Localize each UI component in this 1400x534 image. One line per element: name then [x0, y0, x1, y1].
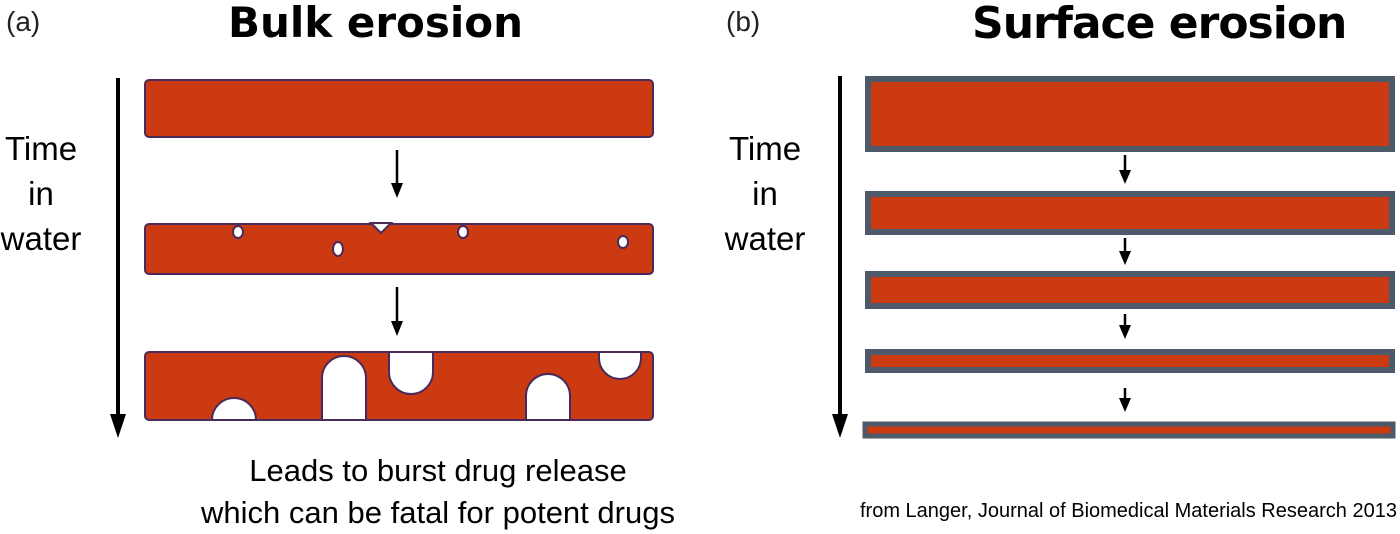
- erosion-cavity: [598, 351, 642, 380]
- panel-a-time-axis-arrow: [110, 78, 126, 438]
- bulk-bar-pitted: [144, 222, 654, 275]
- surface-bar-4: [865, 349, 1395, 373]
- surface-step-arrow: [1119, 238, 1131, 265]
- credit-note: from Langer, Journal of Biomedical Mater…: [860, 500, 1397, 522]
- pore: [617, 235, 629, 249]
- axis-label-line: in: [752, 175, 778, 212]
- surface-notch: [368, 222, 394, 235]
- surface-bar-1: [865, 76, 1395, 152]
- panel-b-title: Surface erosion: [972, 0, 1347, 49]
- axis-label-line: Time: [728, 130, 802, 167]
- panel-a-axis-label: Time in water: [0, 126, 82, 261]
- pore: [332, 241, 344, 257]
- axis-label-line: in: [28, 175, 54, 212]
- surface-bar-2: [865, 191, 1395, 235]
- caption-line: which can be fatal for potent drugs: [201, 495, 675, 530]
- axis-label-line: Time: [4, 130, 78, 167]
- erosion-cavity: [525, 373, 571, 421]
- pore: [232, 225, 244, 239]
- erosion-cavity: [321, 355, 367, 421]
- surface-step-arrow: [1119, 388, 1131, 412]
- panel-a-caption: Leads to burst drug release which can be…: [148, 450, 728, 534]
- surface-step-arrow: [1119, 155, 1131, 184]
- bulk-bar-eroded: [144, 351, 654, 421]
- surface-bar-5: [862, 421, 1396, 439]
- panel-a-label: (a): [6, 6, 41, 37]
- axis-label-line: water: [724, 220, 806, 257]
- caption-line: Leads to burst drug release: [249, 453, 627, 488]
- pore: [457, 225, 469, 239]
- panel-b-time-axis-arrow: [832, 76, 848, 438]
- panel-b-label: (b): [726, 6, 761, 37]
- erosion-cavity: [388, 351, 434, 395]
- surface-bar-3: [865, 271, 1395, 309]
- erosion-cavity: [210, 397, 258, 421]
- panel-a-title: Bulk erosion: [228, 0, 524, 47]
- bulk-bar-initial: [144, 79, 654, 138]
- bulk-step-arrow: [391, 287, 403, 336]
- bulk-step-arrow: [391, 150, 403, 198]
- panel-b-axis-label: Time in water: [720, 126, 810, 261]
- axis-label-line: water: [0, 220, 82, 257]
- surface-step-arrow: [1119, 314, 1131, 339]
